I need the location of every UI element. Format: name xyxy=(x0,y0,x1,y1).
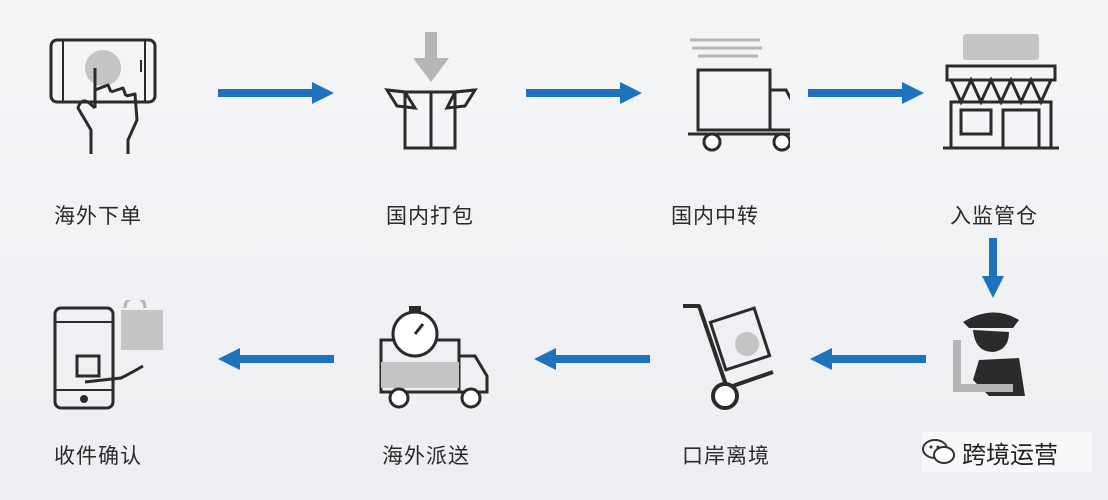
phone-tap-icon xyxy=(49,38,157,154)
step-receipt-confirmation xyxy=(20,300,170,415)
watermark: 跨境运营 xyxy=(922,432,1092,472)
truck-icon xyxy=(688,38,790,152)
customs-officer-icon xyxy=(953,312,1025,396)
wechat-logo-icon xyxy=(922,439,955,464)
step-label: 国内打包 xyxy=(386,204,474,228)
step-port-departure xyxy=(660,300,800,415)
step-overseas-order xyxy=(8,30,188,160)
step-label: 海外下单 xyxy=(54,204,142,228)
arrow-left-icon xyxy=(218,348,334,370)
box-package-icon xyxy=(384,32,478,150)
arrow-right-icon xyxy=(218,82,334,104)
step-bonded-warehouse xyxy=(906,30,1086,160)
step-label: 海外派送 xyxy=(382,444,470,468)
watermark-text: 跨境运营 xyxy=(962,440,1058,469)
hand-truck-icon xyxy=(683,304,774,410)
phone-receive-icon xyxy=(53,300,163,410)
arrow-right-icon xyxy=(808,82,924,104)
step-domestic-transfer xyxy=(630,30,810,160)
step-domestic-packing xyxy=(340,30,520,160)
arrow-left-icon xyxy=(810,348,926,370)
delivery-truck-timer-icon xyxy=(379,306,489,409)
arrow-down-icon xyxy=(982,238,1004,298)
step-customs-inspection xyxy=(918,300,1048,400)
arrow-right-icon xyxy=(526,82,642,104)
step-overseas-delivery xyxy=(370,300,510,415)
step-label: 口岸离境 xyxy=(682,444,770,468)
step-label: 国内中转 xyxy=(671,204,759,228)
step-label: 入监管仓 xyxy=(950,204,1038,228)
arrow-left-icon xyxy=(534,348,650,370)
warehouse-store-icon xyxy=(943,34,1059,150)
step-label: 收件确认 xyxy=(54,444,142,468)
